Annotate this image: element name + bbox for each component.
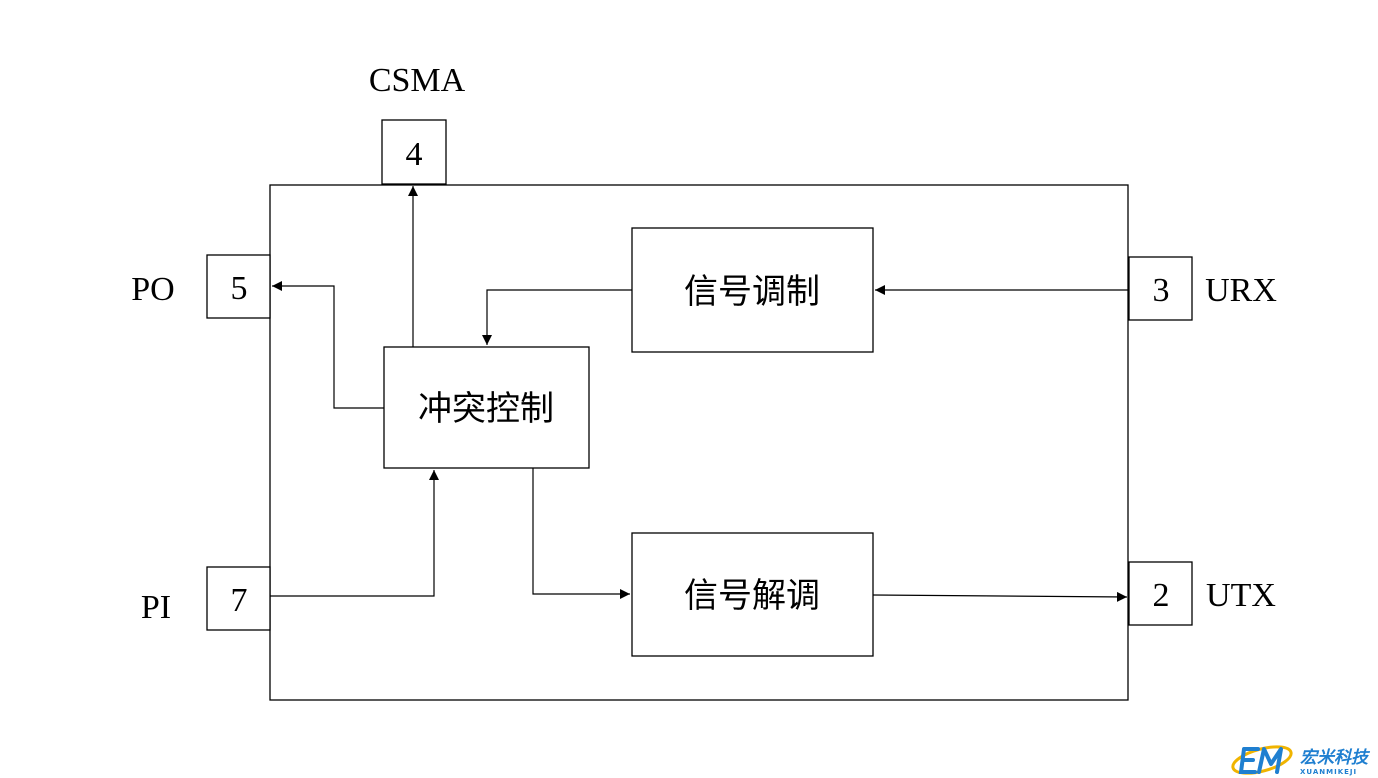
brand-name-en: XUANMIKEJI (1300, 768, 1357, 776)
pin-5-box (206, 254, 271, 319)
pin-7-box (206, 566, 271, 631)
chip-outline (269, 184, 1129, 701)
modulation-label: 信号调制 (684, 272, 820, 312)
pin-5-number: 5 (231, 270, 248, 307)
brand-logo-letters (1238, 747, 1283, 774)
pin-3-number: 3 (1153, 272, 1170, 309)
arrow-pi-to-collision (270, 470, 439, 597)
brand-watermark: 宏米科技 XUANMIKEJI (1231, 745, 1371, 776)
pin-csma-label: CSMA (369, 62, 466, 99)
demodulation-label: 信号解调 (684, 576, 820, 616)
arrow-collision-to-po (272, 281, 384, 409)
arrow-collision-to-demodulation (532, 468, 630, 599)
collision-control-block (383, 346, 590, 469)
arrow-demodulation-to-utx (872, 591, 1128, 602)
pin-2-number: 2 (1153, 577, 1170, 614)
pin-pi-label: PI (141, 589, 171, 626)
pin-4-number: 4 (406, 136, 423, 173)
demodulation-block (631, 532, 874, 657)
pin-po-label: PO (131, 271, 174, 308)
pin-7-number: 7 (231, 582, 248, 619)
pin-urx-label: URX (1205, 272, 1277, 309)
collision-control-label: 冲突控制 (418, 389, 554, 429)
pin-3-box (1128, 256, 1193, 321)
pin-4-box (381, 119, 447, 185)
brand-name-cn: 宏米科技 (1300, 748, 1371, 768)
arrow-modulation-to-collision (482, 289, 632, 345)
pin-2-box (1128, 561, 1193, 626)
pin-utx-label: UTX (1206, 577, 1276, 614)
